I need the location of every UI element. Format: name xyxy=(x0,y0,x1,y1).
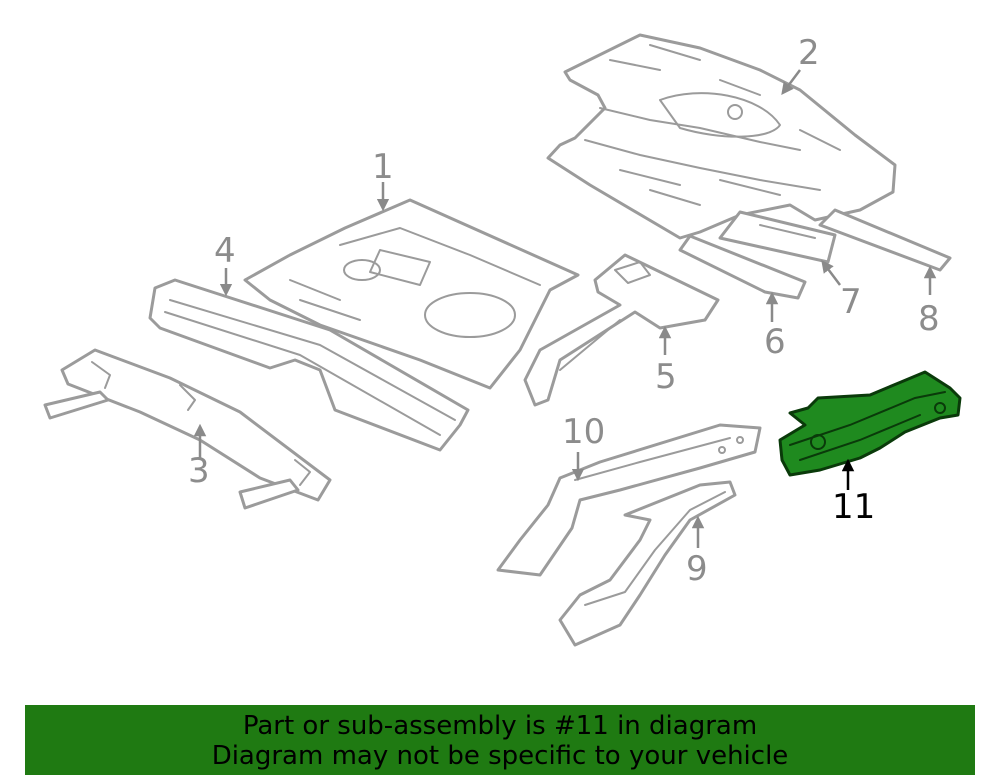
banner-line-2: Diagram may not be specific to your vehi… xyxy=(211,741,789,771)
callout-8: 8 xyxy=(918,299,940,339)
callout-3: 3 xyxy=(188,451,210,491)
callout-4: 4 xyxy=(214,231,236,271)
part-8-rail xyxy=(818,208,952,272)
part-1-floor-panel xyxy=(243,198,580,390)
part-9-side-member xyxy=(558,480,737,647)
callout-9: 9 xyxy=(686,549,708,589)
callout-2: 2 xyxy=(798,33,820,73)
part-4-cross-member xyxy=(148,278,470,452)
part-11-highlighted xyxy=(778,370,962,477)
callout-7: 7 xyxy=(840,282,862,322)
callout-6: 6 xyxy=(764,322,786,362)
callout-10: 10 xyxy=(562,412,605,452)
callout-11: 11 xyxy=(832,487,875,527)
info-banner: Part or sub-assembly is #11 in diagram D… xyxy=(25,705,975,775)
part-2-rear-floor-pan xyxy=(546,33,897,240)
part-10-side-member xyxy=(496,423,762,577)
part-6-crossmember xyxy=(678,234,807,300)
banner-line-1: Part or sub-assembly is #11 in diagram xyxy=(242,711,758,741)
parts-diagram: 1 2 3 4 5 6 7 8 9 10 11 xyxy=(43,33,962,647)
callout-1: 1 xyxy=(372,147,394,187)
part-5-bracket xyxy=(523,253,720,407)
callout-5: 5 xyxy=(655,357,677,397)
